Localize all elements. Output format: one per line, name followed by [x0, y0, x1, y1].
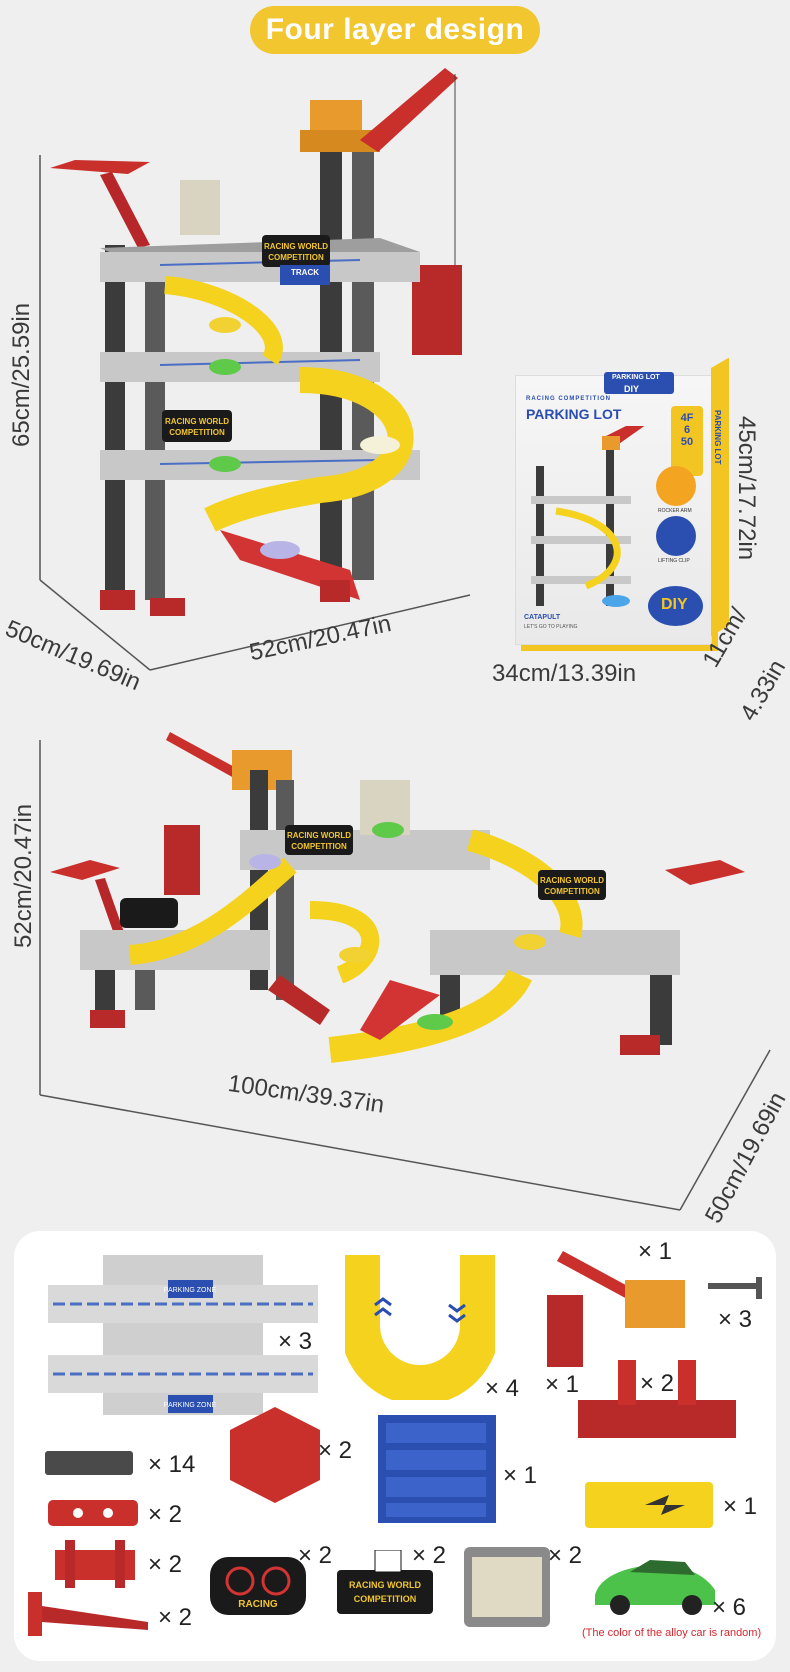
- box-badge-text: PARKING LOT: [612, 374, 660, 381]
- hex-qty: × 2: [318, 1437, 353, 1464]
- box-subtitle: RACING COMPETITION: [526, 396, 611, 402]
- page-title: Four layer design: [250, 6, 540, 54]
- box-feature-2-label: LIFTING CLIP: [658, 558, 690, 564]
- launcher-qty: × 1: [723, 1493, 758, 1520]
- base-part: [578, 1360, 736, 1438]
- claw-qty: × 1: [545, 1371, 580, 1398]
- sticker-sheet-part: [378, 1415, 496, 1523]
- flat-sign-line1: RACING WORLD: [287, 831, 351, 840]
- box-badge-diy: DIY: [624, 384, 640, 394]
- base-qty: × 2: [640, 1370, 675, 1397]
- flat-sign-line2: COMPETITION: [291, 842, 347, 851]
- connector-qty: × 2: [148, 1501, 183, 1528]
- hex-part: [230, 1407, 320, 1503]
- box-spec-cars: 6: [683, 424, 691, 436]
- flat-layout-illustration: RACING WORLD COMPETITION RACING WORLD CO…: [39, 732, 771, 1211]
- car-color-note: (The color of the alloy car is random): [582, 1627, 762, 1639]
- racing-sign-line1: RACING WORLD: [349, 1580, 421, 1590]
- box-spec-floors: 4F: [680, 412, 694, 424]
- stand-qty: × 2: [158, 1604, 193, 1631]
- board-qty: × 2: [548, 1542, 583, 1569]
- racing-sign-line2: COMPETITION: [354, 1594, 417, 1604]
- box-art: [531, 426, 645, 607]
- racing-badge-part: RACING: [210, 1557, 306, 1615]
- claw-part: [547, 1295, 583, 1367]
- box-specs-panel: 4F 6 50: [671, 406, 703, 476]
- box-diy-badge: [648, 586, 703, 626]
- rod-part: [708, 1277, 762, 1299]
- crane-qty: × 1: [638, 1238, 673, 1265]
- racing-sign-part: RACING WORLD COMPETITION: [337, 1550, 433, 1614]
- floor-plate-qty: × 3: [278, 1328, 313, 1355]
- box-feature-1: [656, 466, 696, 506]
- box-feature-1-label: ROCKER ARM: [658, 508, 692, 514]
- racing-badge-qty: × 2: [298, 1542, 333, 1569]
- bracket-qty: × 2: [148, 1551, 183, 1578]
- racing-badge-text: RACING: [238, 1599, 278, 1610]
- box-side: [711, 357, 729, 636]
- box-brand: PARKING LOT: [526, 406, 622, 422]
- box-catapult-sub: LET'S GO TO PLAYING: [524, 624, 578, 630]
- sticker-sheet-qty: × 1: [503, 1462, 538, 1489]
- flat-sign-b-line2: COMPETITION: [544, 887, 600, 896]
- box-spec-pieces: 50: [680, 436, 694, 448]
- crane-part: [557, 1251, 685, 1328]
- car-qty: × 6: [712, 1594, 747, 1621]
- sign-track: TRACK: [291, 268, 319, 277]
- product-box: PARKING LOT DIY RACING COMPETITION PARKI…: [515, 357, 729, 645]
- launcher-part: [585, 1482, 713, 1528]
- bracket-part: [55, 1540, 135, 1588]
- p-zone-top: PARKING ZONE: [164, 1287, 217, 1294]
- rod-qty: × 3: [718, 1306, 753, 1333]
- box-catapult: CATAPULT: [524, 614, 561, 621]
- box-feature-2: [656, 516, 696, 556]
- u-track-qty: × 4: [485, 1375, 520, 1402]
- floor-plate-part: PARKING ZONE PARKING ZONE: [48, 1255, 318, 1415]
- sign-racing-line2-b: COMPETITION: [169, 428, 225, 437]
- u-track-part: [345, 1255, 495, 1400]
- board-part: [464, 1547, 550, 1627]
- p-zone-bottom: PARKING ZONE: [164, 1402, 217, 1409]
- alloy-car-part: [595, 1560, 715, 1615]
- tower-illustration: RACING WORLD COMPETITION TRACK RACING WO…: [39, 68, 471, 671]
- box-width-label: 34cm/13.39in: [492, 660, 637, 687]
- box-side-label: PARKING LOT: [713, 410, 722, 465]
- box-badge: [604, 372, 674, 394]
- sign-racing-line1-b: RACING WORLD: [165, 417, 229, 426]
- tower-height-label: 65cm/25.59in: [8, 302, 35, 447]
- pillar-qty: × 14: [148, 1451, 196, 1478]
- box-diy-text: DIY: [661, 596, 688, 613]
- sign-racing-line1: RACING WORLD: [264, 242, 328, 251]
- connector-part: [48, 1500, 138, 1526]
- pillar-part: [45, 1451, 133, 1475]
- flat-sign-b-line1: RACING WORLD: [540, 876, 604, 885]
- stand-part: [28, 1592, 148, 1636]
- flat-height-label: 52cm/20.47in: [10, 803, 37, 948]
- box-height-label: 45cm/17.72in: [733, 416, 760, 561]
- racing-sign-qty: × 2: [412, 1542, 447, 1569]
- sign-racing-line2: COMPETITION: [268, 253, 324, 262]
